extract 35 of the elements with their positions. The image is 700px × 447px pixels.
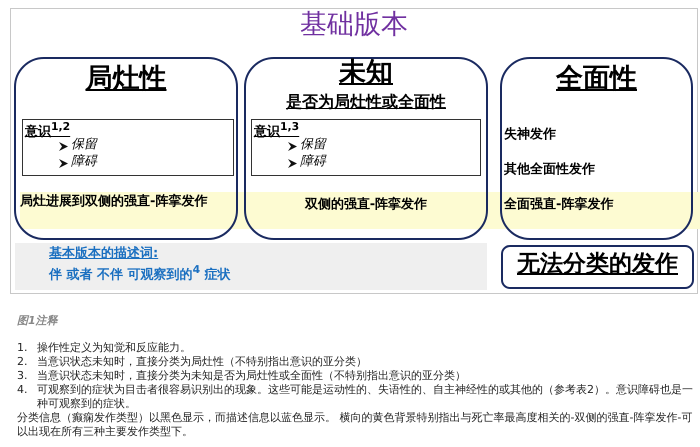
note-text: 可观察到的症状为目击者很容易识别出的现象。这些可能是运动性的、失语性的、自主神经性的或其他的（参考表2）。意识障碍也是一种可观察到的症状。 (37, 383, 694, 411)
category-heading: 无法分类的发作 (516, 251, 679, 278)
category-heading: 局灶性 (84, 63, 168, 94)
descriptor-text: 伴 或者 不伴 可观察到的$^{4}$ 症状 (49, 264, 231, 284)
awareness-heading: 意识$^{1,3}$ (254, 121, 300, 140)
subheading: 是否为局灶性或全面性 (285, 93, 447, 112)
option-text: 保留 (300, 138, 326, 153)
note-text: 当意识状态未知时，直接分类为局灶性（不特别指出意识的亚分类） (37, 355, 368, 369)
option-text: 保留 (71, 138, 97, 153)
note-number: 2. (17, 355, 28, 369)
note-number: 1. (17, 341, 28, 355)
seizure-type-text: 双侧的强直-阵挛发作 (304, 198, 428, 213)
option-text: 障碍 (300, 155, 326, 170)
note-text: 操作性定义为知觉和反应能力。 (37, 341, 192, 355)
seizure-type-text: 局灶进展到双侧的强直-阵挛发作 (20, 195, 208, 210)
notes-heading: 图1注释 (17, 315, 58, 328)
awareness-box (251, 119, 481, 176)
title: 基础版本 (299, 9, 409, 42)
option-text: 障碍 (71, 155, 97, 170)
awareness-box (22, 119, 234, 176)
category-box (244, 57, 488, 240)
seizure-type-text: 全面强直-阵挛发作 (504, 198, 614, 213)
note-text: 当意识状态未知时，直接分类为未知是否为局灶性或全面性（不特别指出意识的亚分类） (37, 369, 467, 383)
seizure-type-text: 其他全面性发作 (504, 163, 595, 178)
category-heading: 未知 (338, 57, 394, 88)
category-box (501, 245, 694, 289)
awareness-heading: 意识$^{1,2}$ (25, 121, 70, 140)
note-number: 4. (17, 383, 28, 397)
category-box (500, 57, 693, 240)
category-heading: 全面性 (554, 63, 638, 94)
note-paragraph: 分类信息（癫痫发作类型）以黑色显示，而描述信息以蓝色显示。 横向的黄色背景特别指出与死亡率最高度相关的-双侧的强直-阵挛发作-可以出现在所有三种主要发作类型下。 (17, 411, 694, 439)
note-number: 3. (17, 369, 28, 383)
descriptor-heading: 基本版本的描述词: (49, 247, 158, 262)
category-box (14, 57, 238, 240)
seizure-type-text: 失神发作 (504, 128, 556, 143)
